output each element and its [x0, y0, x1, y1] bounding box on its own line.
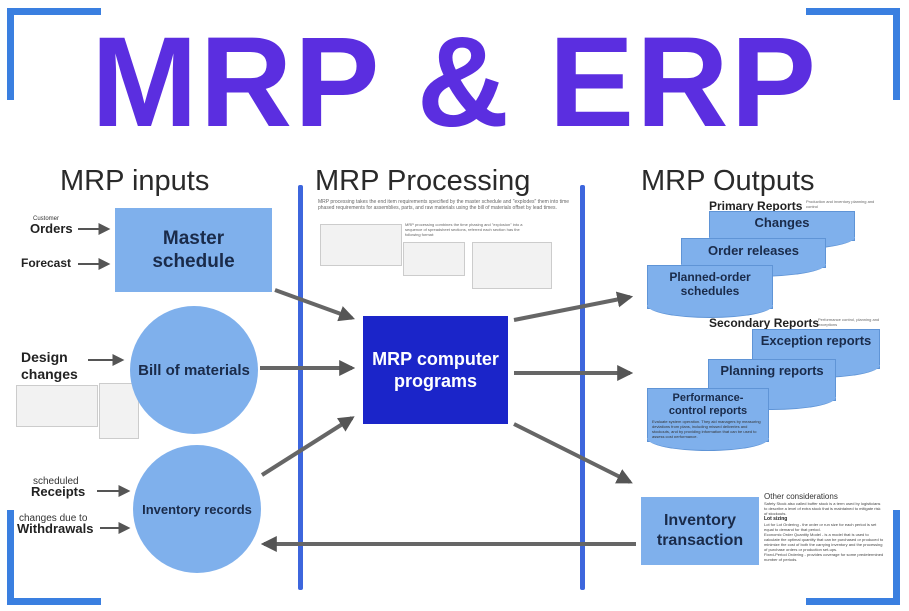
performance-control-reports-report: Performance-control reports Evaluate sys…	[647, 388, 769, 451]
other-line-2: Lot for Lot Ordering - the order or run …	[764, 522, 877, 532]
arrow-program-to-transaction	[513, 422, 633, 484]
order-releases-report: Order releases	[681, 238, 826, 277]
orders-label: Orders	[30, 221, 73, 236]
other-line-1: Lot sizing	[764, 516, 788, 522]
planning-reports-label: Planning reports	[720, 363, 824, 378]
mrp-computer-programs-node: MRP computer programs	[363, 316, 508, 424]
arrow-schedule-to-program	[274, 288, 356, 322]
corner-br-h	[806, 598, 900, 605]
section-inputs-heading: MRP inputs	[60, 165, 210, 197]
planned-order-schedules-report: Planned-order schedules	[647, 265, 773, 318]
processing-thumbnail-1	[320, 224, 402, 266]
processing-note: MRP processing combines the time phasing…	[405, 222, 523, 237]
forecast-label: Forecast	[21, 256, 72, 270]
changes-due-to-label: changes due to	[19, 513, 88, 524]
changes-report-label: Changes	[754, 215, 810, 230]
section-outputs-heading: MRP Outputs	[641, 165, 815, 197]
corner-br-v	[893, 510, 900, 605]
primary-reports-label: Primary Reports	[709, 199, 803, 213]
scheduled-label: scheduled	[33, 476, 79, 487]
corner-tr-v	[893, 8, 900, 100]
exception-reports-label: Exception reports	[760, 333, 872, 348]
corner-bl-v	[7, 510, 14, 605]
page-title: MRP & ERP	[91, 11, 818, 154]
inventory-records-node: Inventory records	[133, 445, 261, 573]
withdrawals-label: Withdrawals	[17, 521, 94, 536]
customer-label: Customer	[33, 216, 60, 222]
other-line-3: Economic Order Quantity Model - is a mod…	[764, 532, 884, 552]
inventory-transaction-node: Inventory transaction	[641, 497, 759, 565]
divider-right	[580, 185, 585, 590]
bom-thumbnail-2	[99, 383, 139, 439]
arrow-program-to-primary	[513, 291, 634, 322]
planned-order-schedules-label: Planned-order schedules	[669, 270, 751, 298]
order-releases-label: Order releases	[707, 243, 800, 258]
master-schedule-label: Master schedule	[152, 228, 235, 272]
bom-thumbnail-1	[16, 385, 98, 427]
design-changes-label: Design changes	[21, 349, 81, 383]
other-considerations-heading: Other considerations	[764, 492, 838, 501]
processing-description: MRP processing takes the end item requir…	[318, 199, 570, 211]
master-schedule-node: Master schedule	[115, 208, 272, 292]
corner-tl-h	[7, 8, 101, 15]
performance-note: Evaluate system operation. They aid mana…	[652, 419, 761, 439]
other-considerations-panel: Other considerations Safety Stock also c…	[764, 492, 884, 568]
divider-left	[298, 185, 303, 590]
section-processing-heading: MRP Processing	[315, 165, 531, 197]
inventory-records-label: Inventory records	[142, 501, 252, 517]
receipts-label: Receipts	[31, 484, 86, 499]
processing-thumbnail-3	[472, 242, 552, 289]
changes-report: Changes	[709, 211, 855, 250]
performance-control-reports-label: Performance-control reports	[668, 392, 748, 417]
bill-of-materials-label: Bill of materials	[138, 361, 250, 379]
processing-thumbnail-2	[403, 242, 465, 276]
corner-bl-h	[7, 598, 101, 605]
corner-tr-h	[806, 8, 900, 15]
primary-reports-note: Production and inventory planning and co…	[806, 199, 875, 209]
inventory-transaction-label: Inventory transaction	[656, 512, 744, 549]
bill-of-materials-node: Bill of materials	[130, 306, 258, 434]
secondary-reports-note: Performance control, planning and except…	[818, 317, 880, 327]
design-changes-text: Design changes	[21, 349, 78, 382]
secondary-reports-label: Secondary Reports	[709, 316, 820, 330]
other-line-0: Safety Stock also called buffer stock is…	[764, 501, 881, 516]
other-line-4: Fixed-Period Ordering - provides coverag…	[764, 552, 884, 562]
mrp-computer-programs-label: MRP computer programs	[372, 349, 499, 391]
corner-tl-v	[7, 8, 14, 100]
arrow-inventory-to-program	[260, 416, 355, 477]
